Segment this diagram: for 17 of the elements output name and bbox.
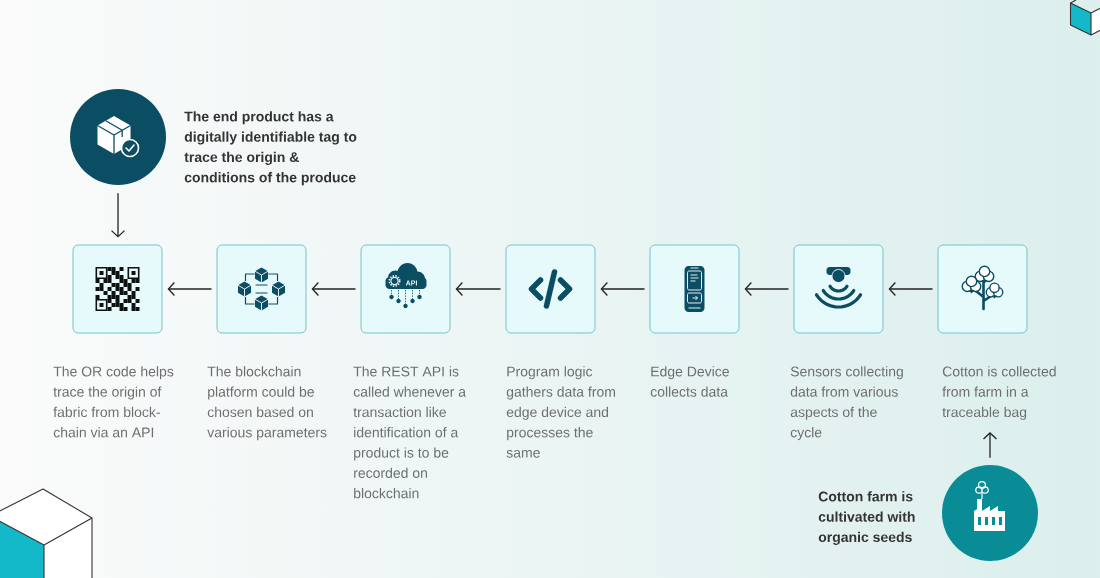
caption-text: The end product has a digitally identifiable tag to trace the origin & conditions of the produce — [184, 111, 357, 186]
description-text: The OR code helps trace the origin of fabric from block-chain via an API — [53, 366, 174, 438]
arrow — [455, 281, 502, 297]
description-text: Edge Device collects data — [650, 366, 729, 397]
arrow — [600, 281, 646, 297]
arrow — [167, 281, 213, 297]
description-text: Sensors collecting data from various aspects of the cycle — [790, 366, 903, 441]
arrow — [110, 192, 126, 238]
description-text: The blockchain platform could be chosen based on various parameters — [207, 366, 327, 441]
description-text: Program logic gathers data from edge device and processes the same — [506, 366, 615, 458]
description-text: The REST API is called whenever a transaction like identification of a product is to be recorded on blockchain — [353, 366, 467, 499]
arrow — [888, 281, 934, 297]
caption-text: Cotton farm is cultivated with organic seeds — [818, 491, 915, 545]
arrow — [982, 432, 998, 459]
arrow — [744, 281, 790, 297]
description-text: Cotton is collected from farm in a traceable bag — [942, 366, 1056, 420]
arrow — [311, 281, 357, 297]
